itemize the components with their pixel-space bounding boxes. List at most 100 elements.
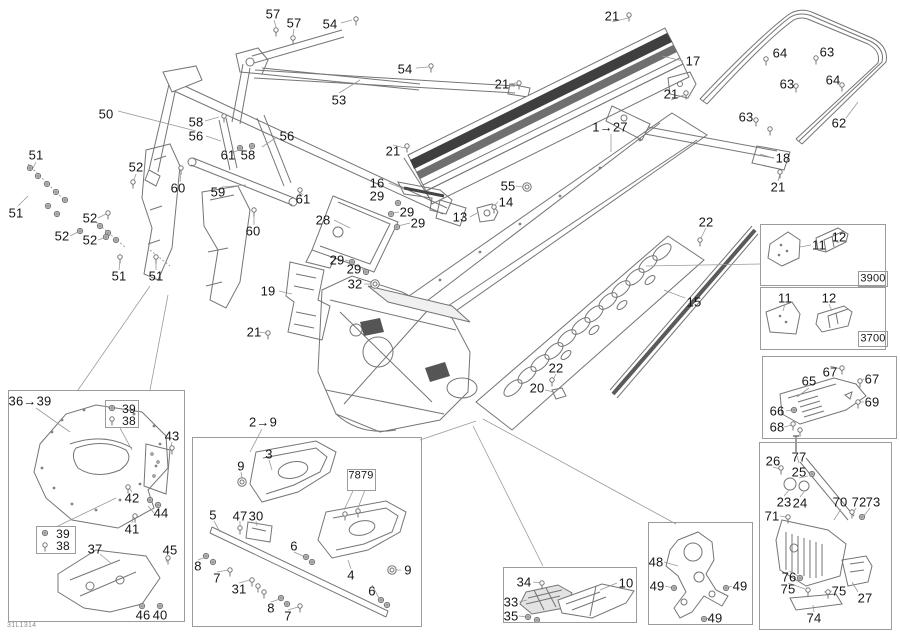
leader-lines (17, 17, 871, 620)
callout-3900: 3900 (860, 272, 886, 285)
sheet-code: 31L1314 (7, 622, 37, 629)
part-33-10-skid-plates (519, 583, 635, 619)
callout-74: 74 (806, 610, 822, 626)
callout-60: 60 (245, 223, 261, 239)
part-18-rear-rack (605, 71, 791, 171)
callout-16: 16 (369, 175, 385, 191)
callout-75: 75 (831, 583, 847, 599)
callout-42: 42 (124, 490, 140, 506)
callout-12: 12 (831, 229, 847, 245)
callout-54: 54 (397, 61, 413, 77)
part-62-rear-bumper (699, 9, 887, 145)
callout-61: 61 (295, 191, 311, 207)
callout-76: 76 (781, 569, 797, 585)
callout-38: 38 (56, 539, 70, 553)
legend-box-39-38-b (36, 526, 76, 554)
callout-39: 39 (122, 402, 136, 416)
callout-13: 13 (452, 209, 468, 225)
callout-50: 50 (98, 106, 114, 122)
callout-29: 29 (399, 204, 415, 220)
detail-box-3900 (760, 224, 886, 286)
callout-31: 31 (231, 581, 247, 597)
part-19-bracket (285, 261, 331, 341)
callout-21: 21 (663, 86, 679, 102)
callout-3: 3 (265, 446, 273, 462)
detail-box-rear-arm (759, 442, 892, 630)
callout-7879: 7879 (348, 469, 374, 482)
callout-37: 37 (87, 541, 103, 557)
callout-26: 26 (765, 453, 781, 469)
callout-36-39: 36→39 (8, 393, 52, 409)
callout-10: 10 (618, 575, 634, 591)
callout-21: 21 (770, 179, 786, 195)
callout-25: 25 (791, 464, 807, 480)
part-65-footrest (779, 377, 867, 425)
detail-box-frame-2-9 (192, 437, 422, 627)
callout-30: 30 (248, 508, 264, 524)
tag-box-7879 (347, 469, 376, 491)
callout-69: 69 (864, 394, 880, 410)
callout-52: 52 (82, 232, 98, 248)
callout-62: 62 (831, 115, 847, 131)
callout-63: 63 (779, 76, 795, 92)
callout-49: 49 (649, 578, 665, 594)
callout-39: 39 (56, 527, 70, 541)
callout-35: 35 (503, 608, 519, 624)
callout-51: 51 (111, 268, 127, 284)
callout-43: 43 (164, 428, 180, 444)
callout-72: 72 (851, 494, 867, 510)
callout-20: 20 (529, 380, 545, 396)
part-28-panel (305, 195, 399, 273)
callout-27: 27 (857, 590, 873, 606)
callout-51: 51 (28, 147, 44, 163)
callout-68: 68 (769, 419, 785, 435)
callout-32: 32 (347, 276, 363, 292)
callout-51: 51 (8, 205, 24, 221)
part-48-knuckle (665, 531, 729, 619)
callout-29: 29 (410, 215, 426, 231)
callout-9: 9 (237, 458, 245, 474)
part-51-52-bulkhead-towers (27, 143, 251, 309)
callout-60: 60 (170, 180, 186, 196)
callout-22: 22 (548, 360, 564, 376)
callout-64: 64 (772, 45, 788, 61)
detail-box-3700 (760, 287, 886, 350)
callout-48: 48 (648, 554, 664, 570)
part-15-rail (551, 225, 759, 400)
callout-21: 21 (604, 8, 620, 24)
part-3-4-side-plates (209, 440, 407, 618)
callout-21: 21 (246, 324, 262, 340)
callout-7: 7 (284, 608, 292, 624)
callout-15: 15 (686, 294, 702, 310)
callout-28: 28 (315, 212, 331, 228)
callout-77: 77 (791, 449, 807, 465)
callout-65: 65 (801, 373, 817, 389)
callout-75: 75 (780, 581, 796, 597)
callout-45: 45 (162, 542, 178, 558)
callout-11: 11 (778, 290, 792, 306)
detail-box-bracket-48 (648, 522, 753, 625)
callout-8: 8 (194, 558, 202, 574)
callout-57: 57 (286, 15, 302, 31)
callout-64: 64 (825, 72, 841, 88)
callout-6: 6 (368, 583, 376, 599)
callout-58: 58 (188, 114, 204, 130)
callout-52: 52 (54, 228, 70, 244)
callout-54: 54 (322, 16, 338, 32)
callout-55: 55 (500, 178, 516, 194)
callout-23: 23 (776, 494, 792, 510)
callout-38: 38 (122, 414, 136, 428)
callout-66: 66 (769, 403, 785, 419)
callout-63: 63 (819, 44, 835, 60)
callout-67: 67 (822, 364, 838, 380)
part-11-12-plates-3700 (765, 301, 853, 335)
callout-24: 24 (792, 495, 808, 511)
part-59-tie-rod (187, 157, 298, 207)
callout-34: 34 (516, 574, 532, 590)
callout-29: 29 (369, 188, 385, 204)
callout-70: 70 (832, 494, 848, 510)
callout-9: 9 (404, 562, 412, 578)
part-70-77-rear-arm (775, 435, 873, 611)
part-56-struts (218, 114, 292, 187)
